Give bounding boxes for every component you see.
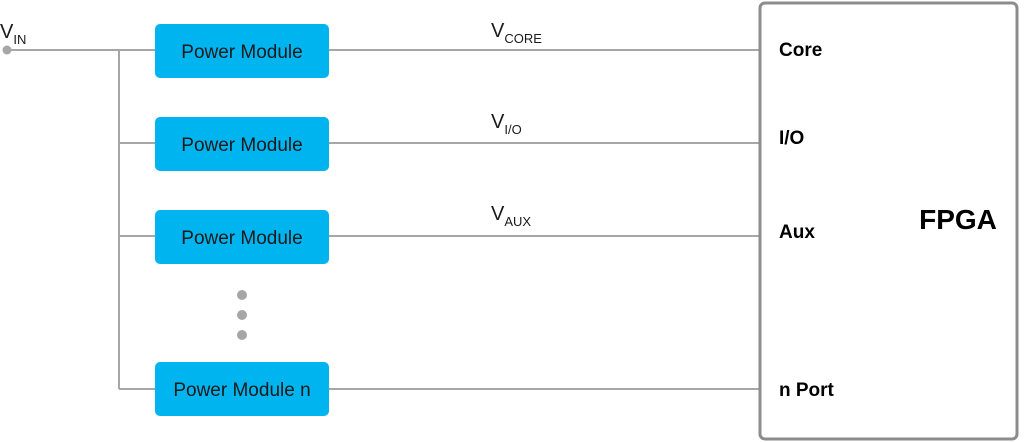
rail-label-core: VCORE	[491, 20, 542, 46]
fpga-block	[758, 1, 1019, 441]
fpga-port-io: I/O	[779, 128, 804, 149]
fpga-port-core: Core	[779, 40, 822, 61]
power-module-3: Power Module	[155, 210, 329, 264]
power-module-2: Power Module	[155, 117, 329, 171]
fpga-port-n: n Port	[779, 380, 835, 401]
rail-label-aux: VAUX	[491, 203, 531, 229]
input-bus	[7, 49, 155, 390]
fpga-port-aux: Aux	[779, 222, 815, 243]
vin-label: VIN	[0, 21, 26, 47]
rail-label-io: VI/O	[491, 111, 522, 137]
ellipsis-dots	[237, 290, 247, 340]
power-module-1: Power Module	[155, 24, 329, 78]
power-module-label: Power Module	[181, 228, 302, 249]
power-module-label: Power Module n	[173, 380, 310, 401]
power-module-label: Power Module	[181, 135, 302, 156]
output-rails	[329, 49, 760, 390]
power-module-label: Power Module	[181, 42, 302, 63]
power-module-n: Power Module n	[155, 362, 329, 416]
fpga-title: FPGA	[919, 204, 997, 235]
